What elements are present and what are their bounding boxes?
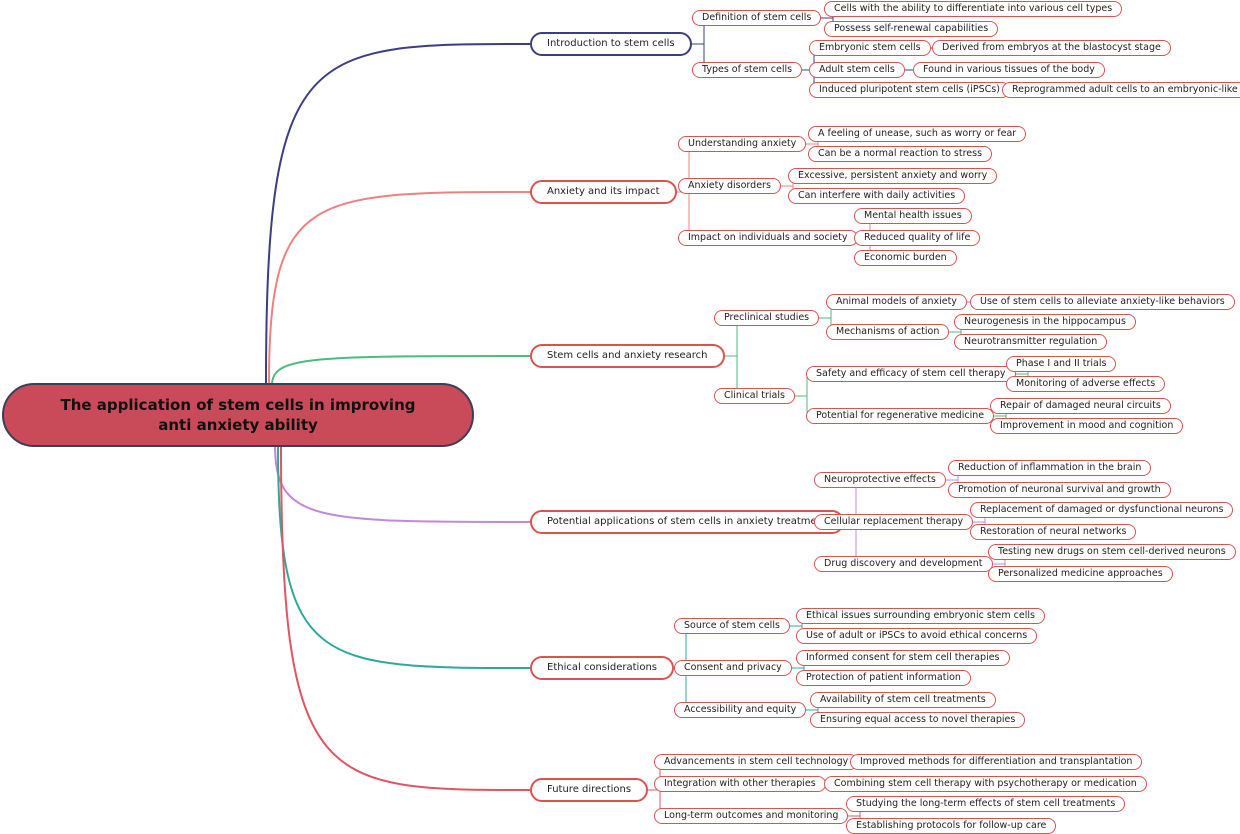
leaf-restoration[interactable]: Restoration of neural networks: [970, 524, 1137, 540]
leaf-inflammation[interactable]: Reduction of inflammation in the brain: [948, 460, 1152, 476]
topic-introduction[interactable]: Introduction to stem cells: [530, 32, 692, 56]
topic-applications[interactable]: Potential applications of stem cells in …: [530, 510, 844, 534]
subtopic-source[interactable]: Source of stem cells: [674, 618, 790, 634]
leaf-improved-methods[interactable]: Improved methods for differentiation and…: [850, 754, 1143, 770]
leaf-monitoring-adverse[interactable]: Monitoring of adverse effects: [1006, 376, 1166, 392]
leaf-alleviate[interactable]: Use of stem cells to alleviate anxiety-l…: [970, 294, 1235, 310]
leaf-equal-access[interactable]: Ensuring equal access to novel therapies: [810, 712, 1026, 728]
leaf-differentiate[interactable]: Cells with the ability to differentiate …: [824, 1, 1123, 17]
leaf-replace-neurons[interactable]: Replacement of damaged or dysfunctional …: [970, 502, 1234, 518]
subtopic-types[interactable]: Types of stem cells: [692, 62, 803, 78]
leaf-mood[interactable]: Improvement in mood and cognition: [990, 418, 1184, 434]
subtopic-integration[interactable]: Integration with other therapies: [654, 776, 826, 792]
subtopic-advancements[interactable]: Advancements in stem cell technology: [654, 754, 859, 770]
subtopic-drug-discovery[interactable]: Drug discovery and development: [814, 556, 993, 572]
leaf-interfere[interactable]: Can interfere with daily activities: [788, 188, 966, 204]
leaf-normal-reaction[interactable]: Can be a normal reaction to stress: [808, 146, 993, 162]
leaf-embryonic[interactable]: Embryonic stem cells: [809, 40, 931, 56]
subtopic-consent[interactable]: Consent and privacy: [674, 660, 792, 676]
leaf-repair[interactable]: Repair of damaged neural circuits: [990, 398, 1171, 414]
subtopic-impact[interactable]: Impact on individuals and society: [678, 230, 858, 246]
leaf-studying[interactable]: Studying the long-term effects of stem c…: [846, 796, 1126, 812]
subtopic-disorders[interactable]: Anxiety disorders: [678, 178, 781, 194]
leaf-adult[interactable]: Adult stem cells: [809, 62, 905, 78]
subtopic-accessibility[interactable]: Accessibility and equity: [674, 702, 807, 718]
subtopic-replacement[interactable]: Cellular replacement therapy: [814, 514, 974, 530]
leaf-ipsc-desc[interactable]: Reprogrammed adult cells to an embryonic…: [1002, 82, 1240, 98]
connector-line: [274, 444, 531, 523]
leaf-adult-desc[interactable]: Found in various tissues of the body: [913, 62, 1105, 78]
subtopic-understanding[interactable]: Understanding anxiety: [678, 136, 807, 152]
topic-future[interactable]: Future directions: [530, 778, 649, 802]
leaf-unease[interactable]: A feeling of unease, such as worry or fe…: [808, 126, 1027, 142]
subtopic-preclinical[interactable]: Preclinical studies: [714, 310, 820, 326]
topic-research[interactable]: Stem cells and anxiety research: [530, 344, 725, 368]
leaf-survival[interactable]: Promotion of neuronal survival and growt…: [948, 482, 1171, 498]
leaf-animal-models[interactable]: Animal models of anxiety: [826, 294, 967, 310]
leaf-neurotransmitter[interactable]: Neurotransmitter regulation: [954, 334, 1108, 350]
subtopic-definition[interactable]: Definition of stem cells: [692, 10, 822, 26]
connector-line: [280, 444, 531, 791]
leaf-adult-ipsc[interactable]: Use of adult or iPSCs to avoid ethical c…: [796, 628, 1038, 644]
subtopic-clinical[interactable]: Clinical trials: [714, 388, 795, 404]
leaf-neurogenesis[interactable]: Neurogenesis in the hippocampus: [954, 314, 1136, 330]
leaf-regenerative[interactable]: Potential for regenerative medicine: [806, 408, 995, 424]
leaf-ipsc[interactable]: Induced pluripotent stem cells (iPSCs): [809, 82, 1010, 98]
leaf-phase[interactable]: Phase I and II trials: [1006, 356, 1117, 372]
connector-line: [277, 444, 531, 669]
leaf-embryonic-desc[interactable]: Derived from embryos at the blastocyst s…: [932, 40, 1171, 56]
leaf-quality-life[interactable]: Reduced quality of life: [854, 230, 981, 246]
leaf-availability[interactable]: Availability of stem cell treatments: [810, 692, 996, 708]
leaf-ethical-embryonic[interactable]: Ethical issues surrounding embryonic ste…: [796, 608, 1045, 624]
subtopic-neuroprotective[interactable]: Neuroprotective effects: [814, 472, 946, 488]
leaf-patient-info[interactable]: Protection of patient information: [796, 670, 971, 686]
leaf-economic[interactable]: Economic burden: [854, 250, 957, 266]
connector-line: [265, 43, 531, 386]
subtopic-long-term[interactable]: Long-term outcomes and monitoring: [654, 808, 849, 824]
root-topic[interactable]: The application of stem cells in improvi…: [2, 383, 474, 447]
topic-ethical[interactable]: Ethical considerations: [530, 656, 674, 680]
leaf-mental-health[interactable]: Mental health issues: [854, 208, 972, 224]
leaf-safety[interactable]: Safety and efficacy of stem cell therapy: [806, 366, 1016, 382]
topic-anxiety-impact[interactable]: Anxiety and its impact: [530, 180, 677, 204]
leaf-mechanisms[interactable]: Mechanisms of action: [826, 324, 950, 340]
leaf-personalized[interactable]: Personalized medicine approaches: [988, 566, 1173, 582]
leaf-combining[interactable]: Combining stem cell therapy with psychot…: [824, 776, 1147, 792]
connector-line: [268, 191, 531, 386]
leaf-informed-consent[interactable]: Informed consent for stem cell therapies: [796, 650, 1010, 666]
leaf-excessive[interactable]: Excessive, persistent anxiety and worry: [788, 168, 998, 184]
leaf-testing-drugs[interactable]: Testing new drugs on stem cell-derived n…: [988, 544, 1236, 560]
leaf-self-renewal[interactable]: Possess self-renewal capabilities: [824, 21, 999, 37]
connector-line: [271, 355, 531, 386]
